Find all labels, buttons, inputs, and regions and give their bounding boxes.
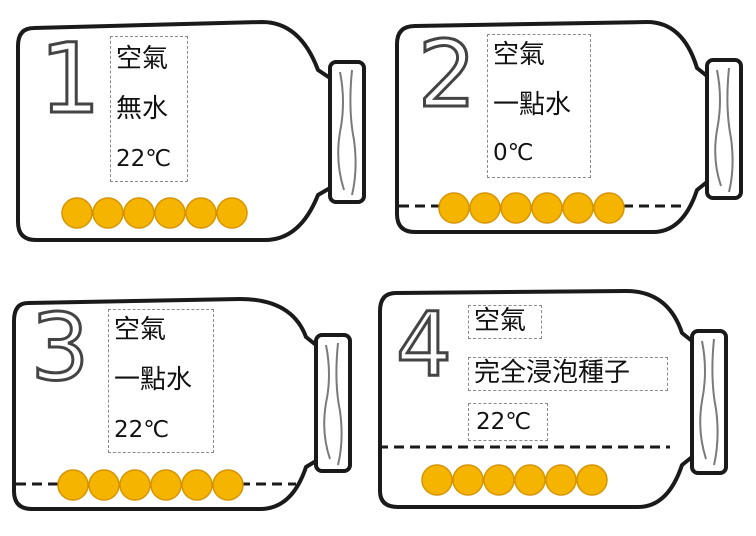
seed (452, 464, 484, 496)
jar-4-outline (378, 289, 728, 509)
seed (92, 197, 124, 229)
svg-text:4: 4 (396, 293, 452, 396)
seed (531, 192, 563, 224)
jar-3-seeds (57, 469, 244, 501)
seed (61, 197, 93, 229)
jar-4-number: 4 (395, 292, 454, 398)
jar-3-number: 3 (29, 293, 91, 403)
seed (212, 469, 244, 501)
seed (88, 469, 120, 501)
jar-2-air-label: 空氣 (493, 40, 546, 70)
jar-1-label-box (110, 36, 188, 182)
jar-2-seeds (438, 192, 625, 224)
jar-1-number: 1 (38, 22, 102, 137)
jar-4-air-label: 空氣 (474, 306, 527, 336)
seed (576, 464, 608, 496)
seed (150, 469, 182, 501)
seed (57, 469, 89, 501)
jar-1: 1 空氣 無水 22℃ (0, 0, 378, 268)
jar-4-temp-box (468, 403, 548, 441)
seed (421, 464, 453, 496)
jar-3: 3 空氣 一點水 22℃ (0, 293, 378, 536)
svg-text:3: 3 (31, 294, 90, 401)
jar-2: 2 空氣 一點水 0℃ (385, 0, 756, 268)
seed (545, 464, 577, 496)
jar-2-water-label: 一點水 (493, 90, 572, 120)
jar-4-air-box (468, 305, 542, 339)
jar-4-seeds (421, 464, 608, 496)
seed (483, 464, 515, 496)
seed (562, 192, 594, 224)
jar-1-seeds (61, 197, 248, 229)
seed (500, 192, 532, 224)
seed (438, 192, 470, 224)
jar-2-temp-label: 0℃ (493, 140, 534, 166)
jar-3-temp-label: 22℃ (114, 417, 170, 443)
jar-1-temp-label: 22℃ (116, 146, 172, 172)
seed (216, 197, 248, 229)
seed (123, 197, 155, 229)
seed-row (421, 464, 608, 496)
svg-text:2: 2 (418, 21, 477, 128)
seed (154, 197, 186, 229)
seed (593, 192, 625, 224)
jar-1-air-label: 空氣 (116, 44, 169, 74)
jar-1-water-label: 無水 (116, 94, 169, 124)
jar-3-air-label: 空氣 (114, 315, 167, 345)
seed (181, 469, 213, 501)
seed-row (438, 192, 625, 224)
seed-row (57, 469, 244, 501)
svg-text:1: 1 (39, 23, 100, 135)
seed (469, 192, 501, 224)
jar-3-label-box (108, 309, 214, 453)
seed (185, 197, 217, 229)
seed-row (61, 197, 248, 229)
jar-3-water-label: 一點水 (114, 365, 193, 395)
jar-4-water-box (468, 357, 668, 391)
jar-4-temp-label: 22℃ (476, 409, 532, 435)
jar-2-number: 2 (416, 20, 478, 130)
seed (514, 464, 546, 496)
jar-4-water-label: 完全浸泡種子 (474, 358, 631, 388)
seed (119, 469, 151, 501)
jar-4: 4 空氣 完全浸泡種子 22℃ (370, 285, 756, 536)
jar-2-label-box (487, 34, 591, 178)
